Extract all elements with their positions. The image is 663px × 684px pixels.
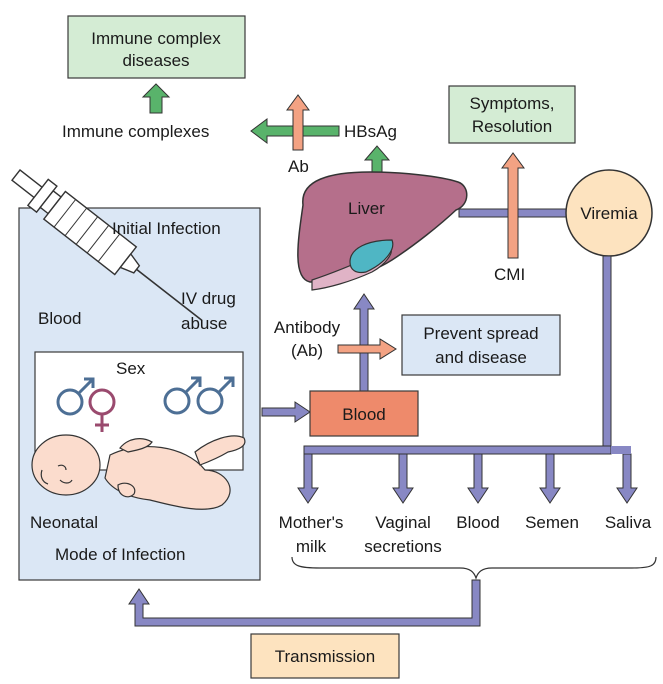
male-symbol-icon	[163, 376, 202, 415]
male-symbol-icon	[56, 377, 95, 416]
route-saliva: Saliva	[605, 513, 652, 532]
prevent-spread-line2: and disease	[435, 348, 527, 367]
viremia-label: Viremia	[580, 204, 638, 223]
hbsag-label: HBsAg	[344, 122, 397, 141]
green-up-arrow-hbsag	[363, 145, 391, 173]
iv-drug-label-line2: abuse	[181, 314, 227, 333]
route-arrow-blood	[467, 453, 489, 504]
route-arrow-semen	[539, 453, 561, 504]
ab-label: Ab	[288, 157, 309, 176]
route-blood: Blood	[456, 513, 499, 532]
transmission-return-path	[128, 579, 481, 627]
mode-of-infection-label: Mode of Infection	[55, 545, 185, 564]
transmission-box	[250, 633, 400, 679]
route-vaginal-line2: secretions	[364, 537, 441, 556]
salmon-right-arrow	[337, 338, 397, 360]
route-vaginal-line1: Vaginal	[375, 513, 430, 532]
female-symbol-icon	[88, 388, 116, 432]
salmon-up-arrow-ab	[286, 94, 310, 151]
immune-complex-diseases-box	[67, 15, 246, 79]
immune-complex-diseases-line1: Immune complex	[91, 29, 221, 48]
liver-shape	[297, 171, 468, 283]
salmon-up-arrow-cmi	[501, 152, 525, 259]
bus-extension-saliva	[611, 446, 631, 454]
transmission-label: Transmission	[275, 647, 375, 666]
purple-up-arrow-liver	[353, 293, 375, 393]
antibody-label-line1: Antibody	[274, 318, 341, 337]
route-mothers-milk-line2: milk	[296, 537, 327, 556]
liver-label: Liver	[348, 199, 385, 218]
blood-box	[309, 390, 419, 437]
route-arrow-mothers-milk	[297, 453, 319, 504]
route-semen: Semen	[525, 513, 579, 532]
distribution-bus	[303, 445, 612, 455]
gallbladder-shape	[349, 239, 394, 274]
immune-complex-diseases-line2: diseases	[122, 51, 189, 70]
symptoms-resolution-box	[448, 85, 576, 144]
baby-illustration	[31, 434, 246, 510]
antibody-label-line2: (Ab)	[291, 341, 323, 360]
male-symbol-icon	[196, 376, 235, 415]
route-mothers-milk-line1: Mother's	[279, 513, 344, 532]
route-arrow-saliva	[616, 453, 638, 504]
neonatal-label: Neonatal	[30, 513, 98, 532]
iv-drug-label-line1: IV drug	[181, 289, 236, 308]
symptoms-line2: Resolution	[472, 117, 552, 136]
routes-brace	[291, 556, 657, 580]
syringe-icon	[11, 169, 203, 322]
green-up-arrow	[141, 83, 171, 114]
sex-label: Sex	[116, 359, 146, 378]
cmi-label: CMI	[494, 265, 525, 284]
route-arrow-vaginal	[392, 453, 414, 504]
blood-route-label: Blood	[38, 309, 81, 328]
symptoms-line1: Symptoms,	[469, 94, 554, 113]
prevent-spread-box	[401, 314, 561, 376]
immune-complexes-label: Immune complexes	[62, 122, 209, 141]
viremia-down-line	[602, 255, 612, 455]
blood-box-label: Blood	[342, 405, 385, 424]
initial-infection-label: Initial Infection	[112, 219, 221, 238]
prevent-spread-line1: Prevent spread	[423, 324, 538, 343]
purple-right-arrow-panel	[261, 401, 311, 423]
